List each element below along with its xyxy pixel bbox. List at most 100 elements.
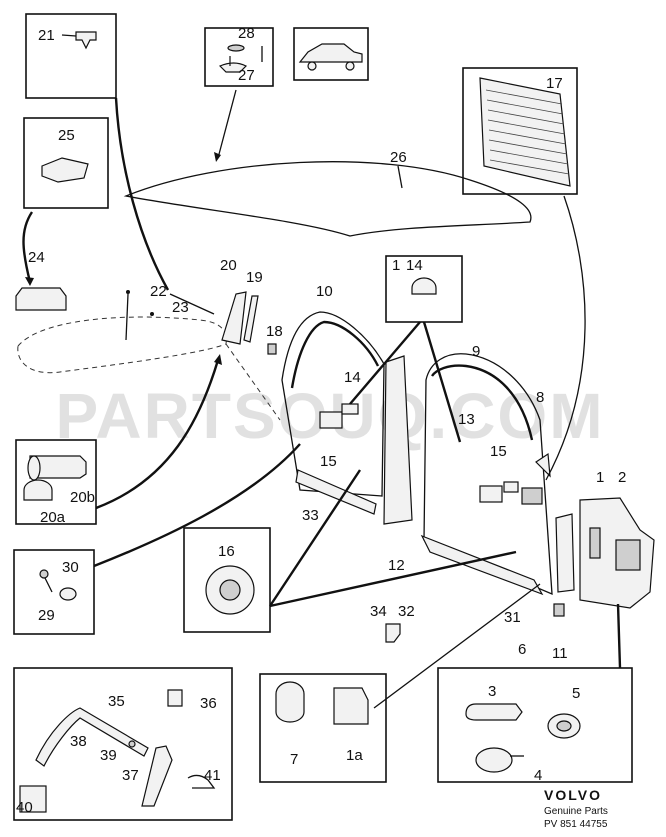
rear-door-outline xyxy=(423,353,553,596)
callout-39[interactable]: 39 xyxy=(100,747,117,764)
callout-1[interactable]: 1 xyxy=(596,469,604,486)
pillar-20-icon xyxy=(221,291,247,345)
b-pillar-icon xyxy=(383,355,413,525)
callout-33[interactable]: 33 xyxy=(302,507,319,524)
callout-15-rear[interactable]: 15 xyxy=(490,443,507,460)
callout-12[interactable]: 12 xyxy=(388,557,405,574)
brand-name: VOLVO xyxy=(544,787,602,803)
callout-38[interactable]: 38 xyxy=(70,733,87,750)
pillar-19-icon xyxy=(243,295,259,343)
callout-1-clip[interactable]: 1 xyxy=(392,257,400,274)
catalog-number: PV 851 44755 xyxy=(544,819,608,830)
leader-27-headliner xyxy=(217,89,237,159)
callout-10[interactable]: 10 xyxy=(316,283,333,300)
speaker-grille-rear-icon xyxy=(521,487,543,505)
washer-28-icon xyxy=(227,44,245,52)
callout-23[interactable]: 23 xyxy=(172,299,189,316)
callout-17[interactable]: 17 xyxy=(546,75,563,92)
front-window-seal-10 xyxy=(290,320,380,389)
leader-22-23 xyxy=(169,293,215,315)
part-34-32: 34 32 xyxy=(370,603,415,643)
clip-34-32-icon xyxy=(385,623,401,643)
callout-9[interactable]: 9 xyxy=(472,343,480,360)
callout-27[interactable]: 27 xyxy=(238,67,255,84)
callout-41[interactable]: 41 xyxy=(204,767,221,784)
pad-24-icon xyxy=(15,287,67,311)
callout-35[interactable]: 35 xyxy=(108,693,125,710)
callout-14-clip[interactable]: 14 xyxy=(406,257,423,274)
quarter-panel-1-2: 1 2 6 11 xyxy=(518,469,655,662)
callout-7[interactable]: 7 xyxy=(290,751,298,768)
leader-clip-14 xyxy=(349,321,462,443)
detail-box-7-1a: 7 1a xyxy=(259,673,387,783)
leader-3-4-5 xyxy=(616,603,622,669)
callout-13[interactable]: 13 xyxy=(458,411,475,428)
callout-32[interactable]: 32 xyxy=(398,603,415,620)
callout-6[interactable]: 6 xyxy=(518,641,526,658)
brand-block: VOLVO Genuine Parts PV 851 44755 xyxy=(544,787,608,830)
leader-25-24 xyxy=(22,211,34,283)
callout-11[interactable]: 11 xyxy=(552,645,568,662)
callout-29[interactable]: 29 xyxy=(38,607,55,624)
swatch-40-icon xyxy=(19,785,47,813)
trim-6-icon xyxy=(555,513,575,593)
callout-30[interactable]: 30 xyxy=(62,559,79,576)
cover-14-front-icon xyxy=(341,403,359,415)
trim-35-38-icon xyxy=(35,707,149,767)
armrest-33-icon xyxy=(295,469,377,515)
callout-14-front[interactable]: 14 xyxy=(344,369,361,386)
detail-box-29-30: 30 29 xyxy=(13,549,95,635)
front-door-panel: 10 14 15 33 xyxy=(281,283,385,524)
handle-1a-icon xyxy=(333,687,369,725)
callout-19[interactable]: 19 xyxy=(246,269,263,286)
callout-8[interactable]: 8 xyxy=(536,389,544,406)
trim-8-icon xyxy=(535,452,551,478)
body-outline-dashed xyxy=(17,316,227,374)
callout-18[interactable]: 18 xyxy=(266,323,283,340)
callout-3[interactable]: 3 xyxy=(488,683,496,700)
detail-box-35-41: 35 36 38 39 37 41 40 xyxy=(13,667,233,821)
callout-16[interactable]: 16 xyxy=(218,543,235,560)
callout-40[interactable]: 40 xyxy=(16,799,33,816)
plug-4-icon xyxy=(475,747,513,773)
part-18: 18 xyxy=(266,323,283,355)
callout-37[interactable]: 37 xyxy=(122,767,139,784)
leader-21 xyxy=(114,97,170,291)
headliner-outline xyxy=(123,161,532,237)
detail-box-3-4-5: 3 5 4 xyxy=(437,667,633,784)
callout-20b[interactable]: 20b xyxy=(70,489,95,506)
pad-25-icon xyxy=(41,157,89,183)
callout-5[interactable]: 5 xyxy=(572,685,580,702)
handle-15-rear-icon xyxy=(479,485,503,503)
cover-rear-icon xyxy=(503,481,519,493)
callout-21[interactable]: 21 xyxy=(38,27,55,44)
callout-1a[interactable]: 1a xyxy=(346,747,363,764)
callout-4[interactable]: 4 xyxy=(534,767,542,784)
clip-21-icon xyxy=(75,31,97,50)
detail-box-27-28: 28 27 xyxy=(204,25,274,87)
headliner-26: 26 xyxy=(123,149,532,237)
rear-window-seal-9 xyxy=(431,364,534,441)
callout-22[interactable]: 22 xyxy=(150,283,167,300)
armrest-31-icon xyxy=(420,534,544,596)
callout-20a[interactable]: 20a xyxy=(40,509,66,526)
detail-box-16: 16 xyxy=(183,527,271,633)
detail-box-21: 21 xyxy=(25,13,117,99)
trim-41-icon xyxy=(187,774,216,789)
callout-24[interactable]: 24 xyxy=(28,249,45,266)
car-icon xyxy=(298,43,363,63)
detail-box-25: 25 xyxy=(23,117,109,209)
callout-20[interactable]: 20 xyxy=(220,257,237,274)
callout-2[interactable]: 2 xyxy=(618,469,626,486)
callout-15-front[interactable]: 15 xyxy=(320,453,337,470)
callout-25[interactable]: 25 xyxy=(58,127,75,144)
clip-14-icon xyxy=(411,277,437,295)
callout-34[interactable]: 34 xyxy=(370,603,387,620)
callout-31[interactable]: 31 xyxy=(504,609,521,626)
front-door-outline xyxy=(281,311,385,497)
callout-26[interactable]: 26 xyxy=(390,149,407,166)
detail-box-17: 17 xyxy=(462,67,578,195)
leader-16 xyxy=(268,469,517,608)
callout-36[interactable]: 36 xyxy=(200,695,217,712)
callout-28[interactable]: 28 xyxy=(238,25,255,42)
